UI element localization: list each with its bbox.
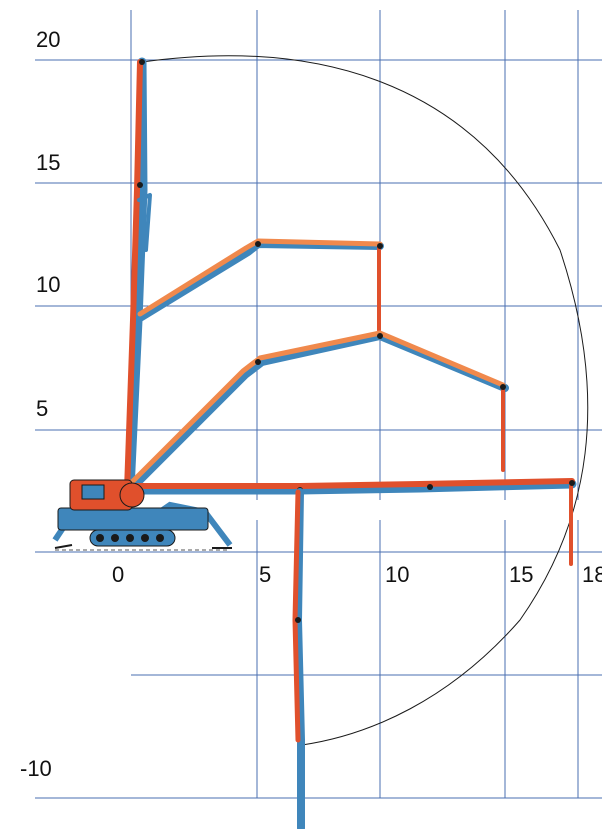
y-label-20: 20 xyxy=(36,27,60,52)
x-axis-labels: 0 5 10 15 18 xyxy=(112,562,602,587)
x-label-15: 15 xyxy=(509,562,533,587)
grid xyxy=(35,10,602,799)
boom-horizontal xyxy=(130,478,577,566)
crawler-base xyxy=(52,479,233,549)
x-label-0: 0 xyxy=(112,562,124,587)
boom-vertical xyxy=(124,57,152,495)
y-label-10: 10 xyxy=(36,272,60,297)
boom-elevated-12 xyxy=(136,238,384,332)
x-label-18: 18 xyxy=(582,562,602,587)
boom-elevated-mid xyxy=(127,330,509,492)
y-label-minus10: -10 xyxy=(20,756,52,781)
boom-down-reach xyxy=(292,488,305,829)
y-label-15: 15 xyxy=(36,150,60,175)
reach-envelope-arc xyxy=(141,55,589,746)
y-label-5: 5 xyxy=(36,396,48,421)
x-label-10: 10 xyxy=(385,562,409,587)
x-label-5: 5 xyxy=(259,562,271,587)
y-axis-labels: 20 15 10 5 -10 xyxy=(20,27,60,781)
